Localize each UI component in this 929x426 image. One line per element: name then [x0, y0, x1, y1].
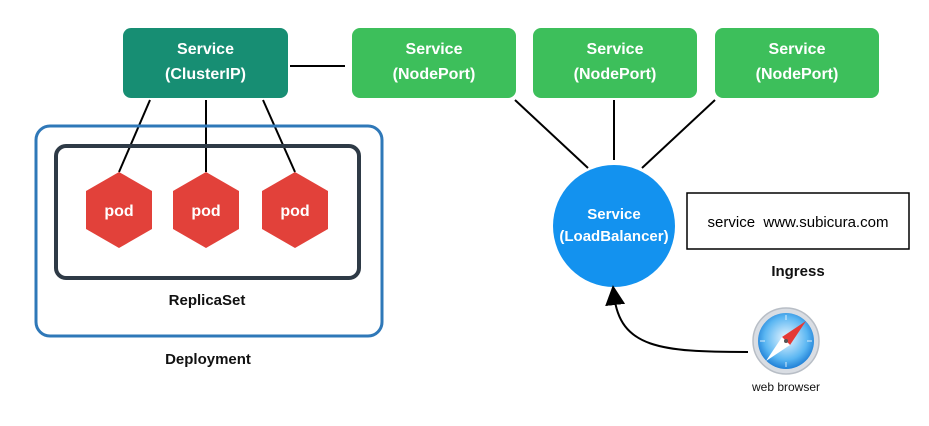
pod-2: pod: [173, 172, 239, 248]
deployment-label: Deployment: [165, 351, 251, 368]
ingress-label: Ingress: [771, 263, 824, 280]
service-nodeport-1-type: (NodePort): [393, 66, 476, 83]
service-clusterip: Service (ClusterIP): [123, 28, 288, 98]
service-nodeport-1-title: Service: [406, 41, 463, 58]
service-loadbalancer: Service (LoadBalancer): [553, 165, 675, 287]
pod-1: pod: [86, 172, 152, 248]
service-loadbalancer-title: Service: [587, 206, 640, 223]
replicaset-label: ReplicaSet: [169, 292, 246, 309]
ingress-box: [686, 192, 910, 250]
deployment-box: [34, 124, 384, 338]
compass-browser-icon: [752, 307, 820, 375]
pod-2-label: pod: [191, 203, 220, 220]
nodeport-3-to-loadbalancer-connector: [641, 99, 716, 169]
service-nodeport-1: Service (NodePort): [352, 28, 516, 98]
pod-3-label: pod: [280, 203, 309, 220]
service-clusterip-type: (ClusterIP): [165, 66, 246, 83]
service-nodeport-3: Service (NodePort): [715, 28, 879, 98]
ingress-rule: service www.subicura.com: [708, 214, 889, 231]
browser-to-loadbalancer-arrow: [605, 285, 749, 353]
clusterip-to-pod-1-connector: [118, 99, 151, 173]
service-clusterip-title: Service: [177, 41, 234, 58]
service-loadbalancer-type: (LoadBalancer): [559, 228, 668, 245]
service-nodeport-3-title: Service: [769, 41, 826, 58]
web-browser-label: web browser: [751, 380, 820, 394]
service-nodeport-2: Service (NodePort): [533, 28, 697, 98]
clusterip-to-pod-3-connector: [262, 99, 296, 173]
pod-1-label: pod: [104, 203, 133, 220]
service-nodeport-2-title: Service: [587, 41, 644, 58]
service-nodeport-2-type: (NodePort): [574, 66, 657, 83]
nodeport-1-to-loadbalancer-connector: [514, 99, 589, 169]
replicaset-box: [54, 144, 361, 280]
service-nodeport-3-type: (NodePort): [756, 66, 839, 83]
pod-3: pod: [262, 172, 328, 248]
